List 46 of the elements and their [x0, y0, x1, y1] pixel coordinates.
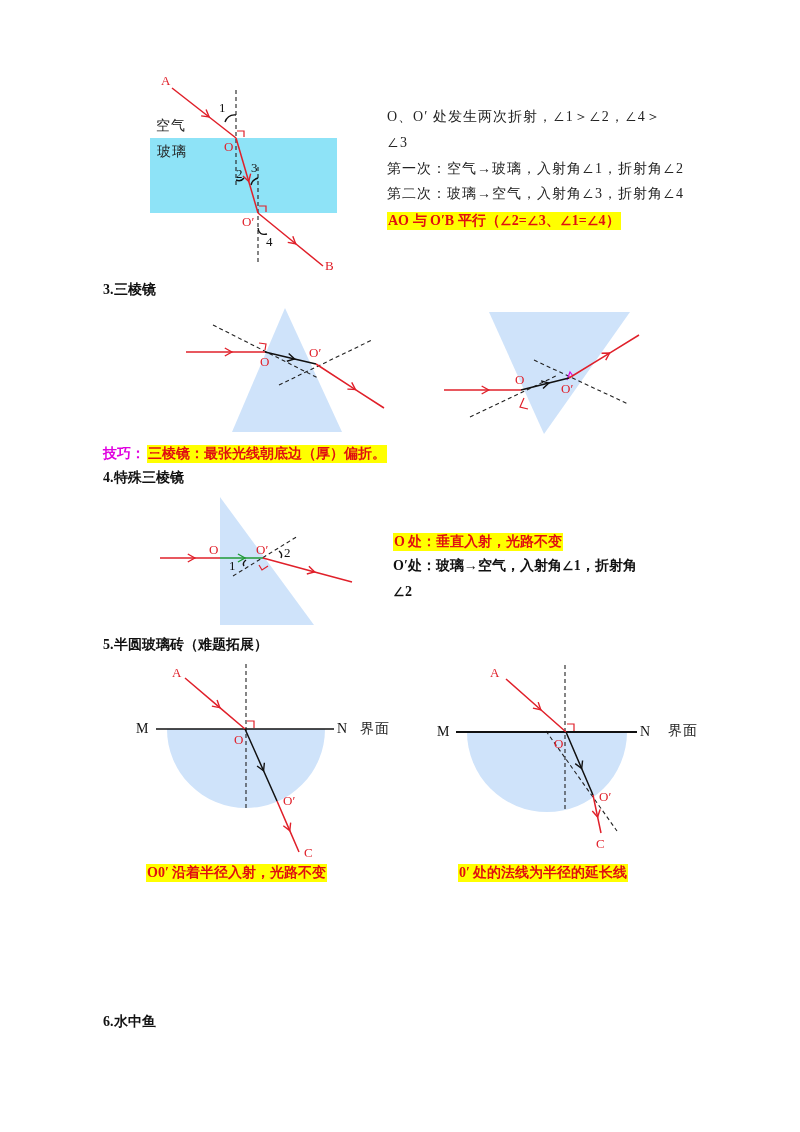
point-label: O [234, 733, 244, 746]
point-label: O′ [561, 382, 574, 395]
interface-label: 界面 [668, 724, 698, 738]
explanation-text: O、O′ 处发生两次折射，∠1＞∠2，∠4＞∠3 [387, 108, 662, 152]
point-label: O [224, 140, 234, 153]
point-label: C [304, 846, 313, 859]
section-heading: 3.三棱镜 [103, 283, 156, 297]
point-label: O [260, 355, 270, 368]
highlighted-note: AO 与 O′B 平行（∠2=∠3、∠1=∠4） [387, 212, 621, 230]
point-label: M [136, 722, 149, 736]
point-label: O′ [599, 790, 612, 803]
point-label: O [554, 737, 564, 750]
point-label: N [640, 725, 651, 739]
angle-number: 1 [229, 559, 236, 572]
point-label: O [515, 373, 525, 386]
highlighted-note: O0′ 沿着半径入射，光路不变 [146, 864, 328, 882]
section-heading: 5.半圆玻璃砖（难题拓展） [103, 638, 268, 652]
point-label: N [337, 722, 348, 736]
point-label: C [596, 837, 605, 850]
tip-label: 技巧： [103, 445, 145, 463]
point-label: O′ [256, 543, 269, 556]
angle-number: 2 [284, 546, 291, 559]
point-label: O [209, 543, 219, 556]
point-label: O′ [309, 346, 322, 359]
angle-number: 2 [236, 167, 243, 180]
interface-label: 界面 [360, 722, 390, 736]
point-label: A [172, 666, 182, 679]
medium-label: 玻璃 [157, 145, 187, 159]
medium-label: 空气 [156, 119, 186, 133]
point-label: O′ [242, 215, 255, 228]
highlighted-note: O 处：垂直入射，光路不变 [393, 533, 564, 551]
highlighted-note: 三棱镜：最张光线朝底边（厚）偏折。 [147, 445, 387, 463]
point-label: A [161, 74, 171, 87]
angle-number: 1 [219, 101, 226, 114]
section-heading: 4.特殊三棱镜 [103, 471, 184, 485]
angle-number: 4 [266, 235, 273, 248]
point-label: O′ [283, 794, 296, 807]
explanation-text: 第二次：玻璃→空气，入射角∠3，折射角∠4 [387, 187, 684, 201]
angle-number: 3 [251, 161, 258, 174]
explanation-text: 第一次：空气→玻璃，入射角∠1，折射角∠2 [387, 162, 684, 176]
explanation-text: O′处：玻璃→空气，入射角∠1，折射角∠2 [393, 557, 638, 601]
highlighted-note: 0′ 处的法线为半径的延长线 [458, 864, 629, 882]
point-label: A [490, 666, 500, 679]
section-heading: 6.水中鱼 [103, 1015, 156, 1029]
point-label: B [325, 259, 334, 272]
point-label: M [437, 725, 450, 739]
